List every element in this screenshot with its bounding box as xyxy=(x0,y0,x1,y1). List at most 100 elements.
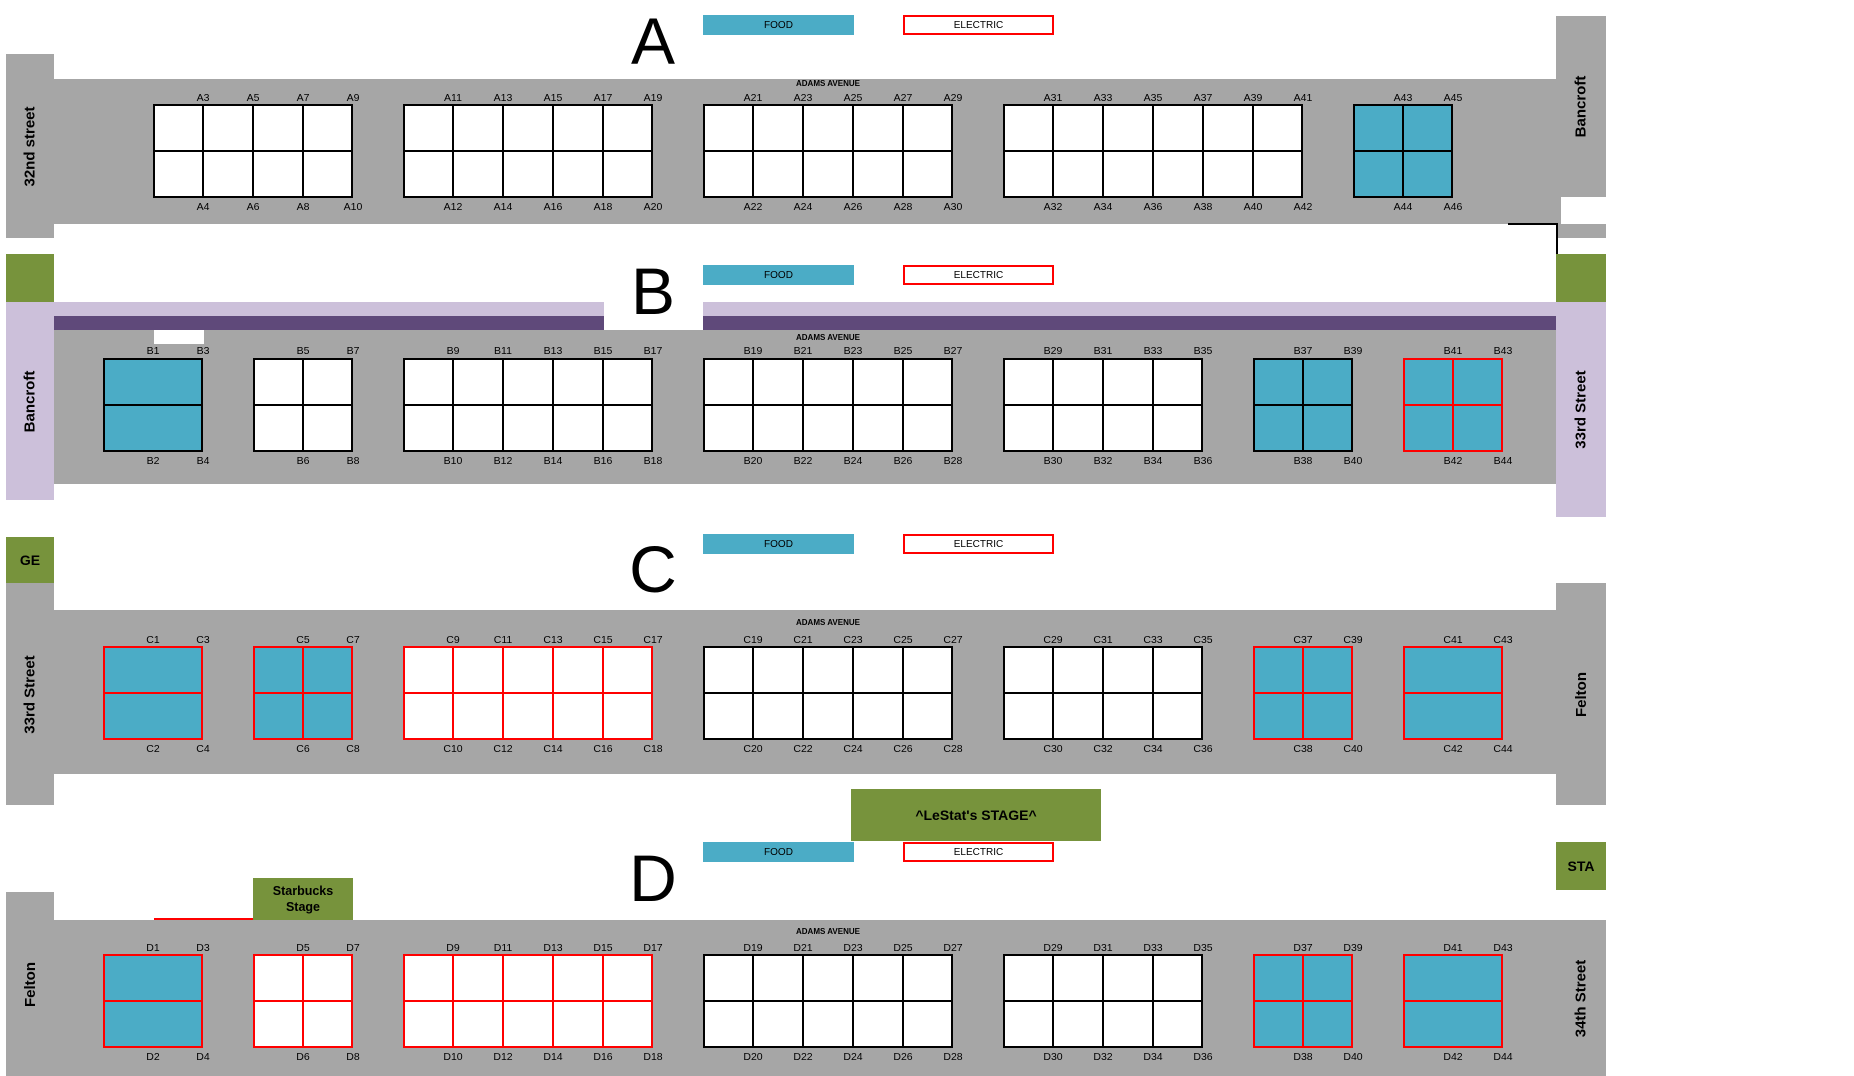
booth-a14[interactable] xyxy=(453,151,503,198)
booth-c27[interactable] xyxy=(903,646,953,693)
booth-a32[interactable] xyxy=(1003,151,1053,198)
booth-a16[interactable] xyxy=(503,151,553,198)
booth-c2[interactable] xyxy=(103,693,153,740)
booth-d22[interactable] xyxy=(753,1001,803,1048)
booth-a5[interactable] xyxy=(203,104,253,151)
booth-a18[interactable] xyxy=(553,151,603,198)
booth-a23[interactable] xyxy=(753,104,803,151)
booth-c26[interactable] xyxy=(853,693,903,740)
booth-a37[interactable] xyxy=(1153,104,1203,151)
booth-c35[interactable] xyxy=(1153,646,1203,693)
booth-a29[interactable] xyxy=(903,104,953,151)
booth-a46[interactable] xyxy=(1403,151,1453,198)
booth-a36[interactable] xyxy=(1103,151,1153,198)
booth-d14[interactable] xyxy=(503,1001,553,1048)
booth-c13[interactable] xyxy=(503,646,553,693)
booth-c1[interactable] xyxy=(103,646,153,693)
booth-a9[interactable] xyxy=(303,104,353,151)
booth-a8[interactable] xyxy=(253,151,303,198)
booth-a6[interactable] xyxy=(203,151,253,198)
booth-b2[interactable] xyxy=(103,405,153,452)
booth-d26[interactable] xyxy=(853,1001,903,1048)
booth-b5[interactable] xyxy=(253,358,303,405)
booth-d24[interactable] xyxy=(803,1001,853,1048)
booth-c15[interactable] xyxy=(553,646,603,693)
booth-b25[interactable] xyxy=(853,358,903,405)
booth-d3[interactable] xyxy=(153,954,203,1001)
booth-b7[interactable] xyxy=(303,358,353,405)
booth-a21[interactable] xyxy=(703,104,753,151)
booth-b16[interactable] xyxy=(553,405,603,452)
booth-b12[interactable] xyxy=(453,405,503,452)
booth-a4[interactable] xyxy=(153,151,203,198)
booth-d18[interactable] xyxy=(603,1001,653,1048)
booth-b18[interactable] xyxy=(603,405,653,452)
booth-c12[interactable] xyxy=(453,693,503,740)
booth-d19[interactable] xyxy=(703,954,753,1001)
booth-d20[interactable] xyxy=(703,1001,753,1048)
booth-b15[interactable] xyxy=(553,358,603,405)
booth-c29[interactable] xyxy=(1003,646,1053,693)
booth-d1[interactable] xyxy=(103,954,153,1001)
booth-b21[interactable] xyxy=(753,358,803,405)
booth-c14[interactable] xyxy=(503,693,553,740)
booth-d2[interactable] xyxy=(103,1001,153,1048)
booth-c42[interactable] xyxy=(1403,693,1453,740)
booth-a3[interactable] xyxy=(153,104,203,151)
booth-d7[interactable] xyxy=(303,954,353,1001)
booth-b34[interactable] xyxy=(1103,405,1153,452)
booth-d33[interactable] xyxy=(1103,954,1153,1001)
booth-b27[interactable] xyxy=(903,358,953,405)
booth-c4[interactable] xyxy=(153,693,203,740)
booth-c41[interactable] xyxy=(1403,646,1453,693)
booth-c10[interactable] xyxy=(403,693,453,740)
booth-d21[interactable] xyxy=(753,954,803,1001)
booth-c32[interactable] xyxy=(1053,693,1103,740)
booth-d6[interactable] xyxy=(253,1001,303,1048)
booth-b35[interactable] xyxy=(1153,358,1203,405)
booth-d23[interactable] xyxy=(803,954,853,1001)
booth-c25[interactable] xyxy=(853,646,903,693)
booth-b1[interactable] xyxy=(103,358,153,405)
booth-a39[interactable] xyxy=(1203,104,1253,151)
booth-a25[interactable] xyxy=(803,104,853,151)
booth-d32[interactable] xyxy=(1053,1001,1103,1048)
booth-c20[interactable] xyxy=(703,693,753,740)
booth-b39[interactable] xyxy=(1303,358,1353,405)
booth-b37[interactable] xyxy=(1253,358,1303,405)
booth-b14[interactable] xyxy=(503,405,553,452)
booth-b31[interactable] xyxy=(1053,358,1103,405)
booth-a20[interactable] xyxy=(603,151,653,198)
booth-d34[interactable] xyxy=(1103,1001,1153,1048)
booth-b8[interactable] xyxy=(303,405,353,452)
booth-a35[interactable] xyxy=(1103,104,1153,151)
booth-b6[interactable] xyxy=(253,405,303,452)
booth-b22[interactable] xyxy=(753,405,803,452)
booth-d10[interactable] xyxy=(403,1001,453,1048)
booth-d17[interactable] xyxy=(603,954,653,1001)
booth-c44[interactable] xyxy=(1453,693,1503,740)
booth-b26[interactable] xyxy=(853,405,903,452)
booth-b3[interactable] xyxy=(153,358,203,405)
booth-b30[interactable] xyxy=(1003,405,1053,452)
booth-c17[interactable] xyxy=(603,646,653,693)
booth-a45[interactable] xyxy=(1403,104,1453,151)
booth-b36[interactable] xyxy=(1153,405,1203,452)
booth-c5[interactable] xyxy=(253,646,303,693)
booth-c33[interactable] xyxy=(1103,646,1153,693)
booth-c18[interactable] xyxy=(603,693,653,740)
booth-d9[interactable] xyxy=(403,954,453,1001)
booth-a27[interactable] xyxy=(853,104,903,151)
booth-d40[interactable] xyxy=(1303,1001,1353,1048)
booth-d16[interactable] xyxy=(553,1001,603,1048)
booth-b10[interactable] xyxy=(403,405,453,452)
booth-b38[interactable] xyxy=(1253,405,1303,452)
booth-b29[interactable] xyxy=(1003,358,1053,405)
booth-d15[interactable] xyxy=(553,954,603,1001)
booth-d29[interactable] xyxy=(1003,954,1053,1001)
booth-d36[interactable] xyxy=(1153,1001,1203,1048)
booth-b32[interactable] xyxy=(1053,405,1103,452)
booth-a10[interactable] xyxy=(303,151,353,198)
booth-c11[interactable] xyxy=(453,646,503,693)
booth-c31[interactable] xyxy=(1053,646,1103,693)
